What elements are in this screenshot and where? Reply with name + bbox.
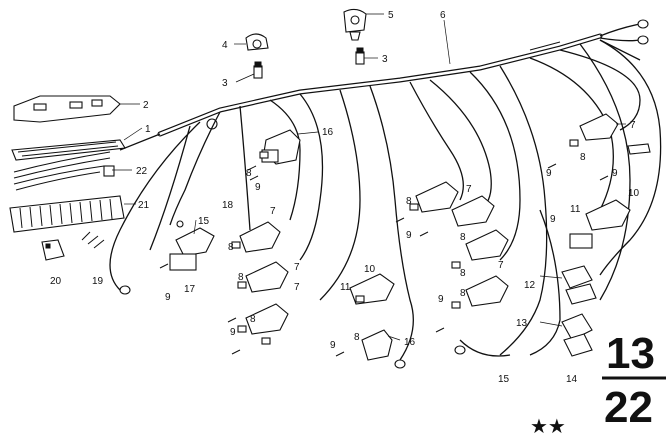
page-ref-numerator: 13: [606, 329, 655, 378]
branch-wires: [109, 39, 662, 361]
callout-8: 8: [238, 272, 244, 283]
callout-18: 18: [222, 200, 234, 211]
callout-9: 9: [546, 168, 552, 179]
callout-8: 8: [250, 314, 256, 325]
part-21-block: [9, 195, 125, 233]
callout-15: 15: [498, 374, 510, 385]
callout-8: 8: [406, 196, 412, 207]
callout-11: 11: [340, 282, 351, 293]
callout-21: 21: [138, 200, 150, 211]
page-reference: 13 22: [602, 329, 666, 432]
part-20-plug: [41, 239, 65, 261]
callout-17: 17: [184, 284, 196, 295]
callout-5: 5: [388, 10, 394, 21]
callout-12: 12: [524, 280, 536, 291]
callout-7: 7: [294, 282, 300, 293]
callout-7: 7: [294, 262, 300, 273]
callout-9: 9: [165, 292, 171, 303]
part-3-stud-right: [355, 47, 365, 65]
callout-8: 8: [460, 268, 466, 279]
leader-lines: [112, 13, 626, 341]
part-4-clip: [245, 33, 269, 51]
callouts: 1 2 3 3 4 5 6 7 7 7 7 7 7 8 8 8 8 8 8 8 …: [50, 10, 640, 385]
callout-13: 13: [516, 318, 528, 329]
callout-7: 7: [466, 184, 472, 195]
callout-3: 3: [222, 78, 228, 89]
callout-20: 20: [50, 276, 62, 287]
callout-7: 7: [630, 120, 636, 131]
main-harness: [119, 19, 649, 151]
callout-7: 7: [498, 260, 504, 271]
callout-8: 8: [228, 242, 234, 253]
part-19-pins: [81, 231, 105, 249]
callout-16: 16: [322, 127, 334, 138]
callout-8: 8: [460, 288, 466, 299]
callout-9: 9: [330, 340, 336, 351]
part-2-bracket: [13, 95, 121, 123]
callout-9: 9: [438, 294, 444, 305]
callout-9: 9: [406, 230, 412, 241]
callout-9: 9: [230, 327, 236, 338]
callout-7: 7: [270, 206, 276, 217]
page-ref-denominator: 22: [604, 383, 653, 432]
callout-22: 22: [136, 166, 148, 177]
part-1-strip: [11, 139, 126, 161]
callout-3: 3: [382, 54, 388, 65]
callout-8: 8: [246, 168, 252, 179]
callout-4: 4: [222, 40, 228, 51]
callout-9: 9: [255, 182, 261, 193]
terminals: [159, 139, 609, 357]
callout-8: 8: [460, 232, 466, 243]
part-3-stud-left: [253, 61, 263, 79]
part-22-coil: [13, 151, 115, 191]
callout-6: 6: [440, 10, 446, 21]
callout-16: 16: [404, 337, 416, 348]
callout-15: 15: [198, 216, 210, 227]
callout-9: 9: [612, 168, 618, 179]
callout-9: 9: [550, 214, 556, 225]
connectors: [169, 113, 631, 361]
callout-2: 2: [143, 100, 149, 111]
callout-19: 19: [92, 276, 104, 287]
callout-10: 10: [628, 188, 640, 199]
callout-11: 11: [570, 204, 581, 215]
callout-14: 14: [566, 374, 578, 385]
double-star-marker: ★★: [530, 414, 566, 438]
callout-1: 1: [145, 124, 151, 135]
callout-10: 10: [364, 264, 376, 275]
callout-8: 8: [354, 332, 360, 343]
part-5-clip: [343, 8, 367, 41]
callout-8: 8: [580, 152, 586, 163]
wire-ends: [119, 143, 651, 369]
